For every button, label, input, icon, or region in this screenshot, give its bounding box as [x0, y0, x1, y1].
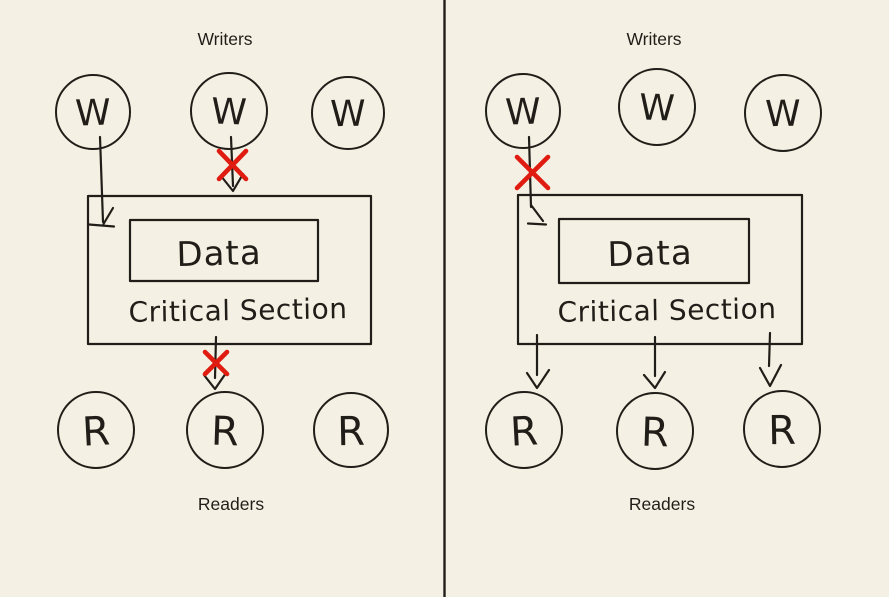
reader-node	[57, 391, 135, 469]
writer-node-label: W	[330, 94, 366, 136]
reader-arrow	[758, 331, 783, 388]
reader-node	[186, 391, 264, 469]
writer-node-label: W	[638, 87, 675, 129]
critical-section-label: Critical Section	[128, 292, 347, 329]
reader-node-label: R	[81, 408, 111, 455]
writer-arrow	[87, 135, 116, 228]
reader-node-label: R	[640, 410, 669, 457]
readers-label: Readers	[198, 494, 264, 514]
reader-arrow	[525, 333, 551, 390]
writer-node	[311, 76, 385, 150]
critical-section-label: Critical Section	[557, 292, 776, 329]
reader-arrow	[642, 335, 667, 390]
writer-node-label: W	[505, 91, 542, 133]
blocked-x-icon	[514, 154, 551, 191]
writer-arrow	[216, 135, 249, 193]
writers-label: Writers	[197, 29, 252, 49]
writer-node	[618, 68, 696, 146]
writer-node-label: W	[210, 91, 247, 133]
data-label: Data	[607, 233, 693, 275]
reader-node	[313, 392, 389, 468]
writer-node	[190, 72, 268, 150]
reader-node-label: R	[768, 408, 797, 454]
data-label: Data	[176, 233, 262, 275]
writers-label: Writers	[626, 29, 681, 49]
blocked-x-icon	[216, 148, 249, 182]
reader-node-label: R	[509, 408, 539, 455]
reader-node	[485, 391, 563, 469]
writer-node-label: W	[765, 94, 801, 136]
panel-left: Writers W W W Data Critical Section	[55, 29, 389, 514]
critical-section-box	[516, 193, 804, 346]
blocked-x-icon	[202, 349, 230, 377]
reader-node	[616, 392, 694, 470]
writer-node	[485, 73, 561, 149]
critical-section-box	[86, 194, 373, 346]
reader-arrow	[202, 335, 230, 391]
data-box	[557, 217, 751, 285]
panel-right: Writers W W W Data Critical Section	[485, 29, 822, 514]
writer-node-label: W	[75, 92, 112, 134]
writer-node	[744, 74, 822, 152]
writer-node	[55, 74, 131, 150]
reader-node	[743, 390, 821, 468]
reader-node-label: R	[210, 409, 239, 456]
data-box	[128, 218, 320, 283]
readers-label: Readers	[629, 494, 695, 514]
reader-node-label: R	[337, 409, 366, 455]
